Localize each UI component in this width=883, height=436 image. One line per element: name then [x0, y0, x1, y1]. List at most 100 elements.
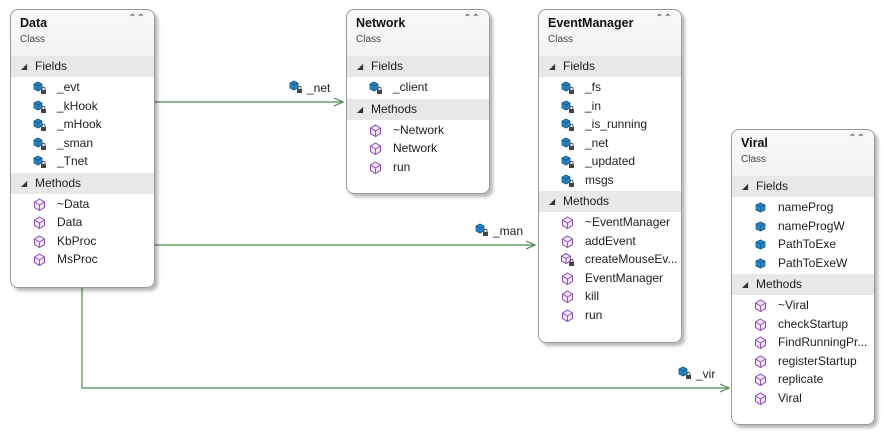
collapse-triangle-icon[interactable]: ◢	[742, 280, 749, 289]
method-item[interactable]: MsProc	[11, 250, 154, 269]
field-item[interactable]: _mHook	[11, 115, 154, 134]
field-item[interactable]: _kHook	[11, 97, 154, 116]
method-name: ~Data	[57, 196, 90, 211]
method-icon	[560, 215, 575, 230]
fields-section-header[interactable]: ◢ Fields	[11, 56, 154, 77]
method-item[interactable]: replicate	[732, 370, 874, 389]
collapse-triangle-icon[interactable]: ◢	[357, 104, 364, 114]
field-item[interactable]: _net	[539, 134, 681, 153]
class-stereotype: Class	[20, 34, 46, 45]
method-item[interactable]: run	[539, 306, 681, 325]
collapse-chevron-icon[interactable]: ⌃⌃	[655, 13, 672, 24]
private-field-icon	[32, 99, 47, 114]
collapse-triangle-icon[interactable]: ◢	[549, 62, 556, 71]
method-item[interactable]: Network	[347, 139, 489, 158]
method-item[interactable]: ~Data	[11, 195, 154, 214]
method-name: Viral	[778, 390, 802, 405]
method-item[interactable]: run	[347, 158, 489, 177]
public-field-icon	[753, 219, 768, 234]
method-item[interactable]: EventManager	[539, 269, 681, 288]
collapse-chevron-icon[interactable]: ⌃⌃	[463, 13, 480, 24]
class-header: Viral Class ⌃⌃	[732, 130, 874, 176]
method-item[interactable]: checkStartup	[732, 315, 874, 334]
section-label: Fields	[756, 179, 789, 193]
class-title: EventManager	[548, 16, 634, 30]
field-name: _in	[585, 98, 602, 113]
class-box-network[interactable]: Network Class ⌃⌃ ◢ Fields _client ◢ Meth…	[346, 9, 490, 194]
assoc-label-net[interactable]: _net	[288, 80, 330, 96]
collapse-chevron-icon[interactable]: ⌃⌃	[128, 13, 145, 24]
field-name: nameProgW	[778, 218, 845, 233]
section-label: Fields	[371, 59, 404, 73]
method-name: Network	[393, 141, 438, 155]
methods-section-header[interactable]: ◢ Methods	[11, 172, 154, 194]
field-item[interactable]: _evt	[11, 78, 154, 97]
field-item[interactable]: _Tnet	[11, 152, 154, 171]
field-item[interactable]: _sman	[11, 134, 154, 153]
assoc-label-man[interactable]: _man	[474, 223, 523, 239]
method-item[interactable]: Data	[11, 213, 154, 232]
method-icon	[32, 215, 47, 230]
field-name: _Tnet	[57, 154, 88, 168]
collapse-triangle-icon[interactable]: ◢	[357, 62, 364, 71]
field-item[interactable]: _updated	[539, 152, 681, 171]
collapse-triangle-icon[interactable]: ◢	[21, 62, 28, 71]
method-item[interactable]: ~Network	[347, 121, 489, 140]
method-icon	[368, 141, 383, 156]
method-name: MsProc	[57, 252, 98, 266]
method-item[interactable]: kill	[539, 287, 681, 306]
collapse-chevron-icon[interactable]: ⌃⌃	[848, 133, 865, 144]
field-item[interactable]: PathToExeW	[732, 254, 874, 273]
method-item[interactable]: KbProc	[11, 232, 154, 251]
field-item[interactable]: msgs	[539, 171, 681, 190]
method-name: run	[585, 307, 603, 322]
field-name: _client	[393, 80, 428, 94]
field-item[interactable]: PathToExe	[732, 235, 874, 254]
method-name: registerStartup	[778, 353, 857, 368]
collapse-triangle-icon[interactable]: ◢	[21, 178, 28, 188]
class-box-eventmanager[interactable]: EventManager Class ⌃⌃ ◢ Fields _fs_in _is…	[538, 9, 682, 343]
method-item[interactable]: createMouseEv...	[539, 250, 681, 269]
field-item[interactable]: nameProgW	[732, 217, 874, 236]
field-item[interactable]: _in	[539, 97, 681, 116]
field-item[interactable]: _fs	[539, 78, 681, 97]
method-item[interactable]: ~EventManager	[539, 213, 681, 232]
private-field-icon	[288, 79, 303, 98]
method-item[interactable]: FindRunningPr...	[732, 333, 874, 352]
field-item[interactable]: nameProg	[732, 198, 874, 217]
method-item[interactable]: ~Viral	[732, 296, 874, 315]
fields-section-header[interactable]: ◢ Fields	[732, 176, 874, 197]
field-name: PathToExeW	[778, 255, 848, 270]
fields-section-header[interactable]: ◢ Fields	[347, 56, 489, 77]
method-icon	[753, 335, 768, 350]
method-item[interactable]: Viral	[732, 389, 874, 408]
private-field-icon	[32, 136, 47, 151]
field-item[interactable]: _is_running	[539, 115, 681, 134]
private-field-icon	[474, 222, 489, 241]
method-item[interactable]: addEvent	[539, 232, 681, 251]
methods-section-header[interactable]: ◢ Methods	[347, 98, 489, 120]
fields-section-header[interactable]: ◢ Fields	[539, 56, 681, 77]
field-item[interactable]: _client	[347, 78, 489, 97]
collapse-triangle-icon[interactable]: ◢	[549, 197, 556, 206]
private-field-icon	[32, 80, 47, 95]
collapse-triangle-icon[interactable]: ◢	[742, 182, 749, 191]
method-name: checkStartup	[778, 316, 849, 331]
section-label: Methods	[371, 101, 418, 116]
class-box-data[interactable]: Data Class ⌃⌃ ◢ Fields _evt_kHook_mHook_…	[10, 9, 155, 288]
method-icon	[753, 317, 768, 332]
methods-section-header[interactable]: ◢ Methods	[539, 191, 681, 212]
private-method-icon	[560, 252, 575, 267]
section-label: Methods	[756, 277, 803, 291]
section-label: Methods	[563, 194, 610, 208]
method-icon	[32, 252, 47, 267]
class-stereotype: Class	[548, 34, 574, 45]
method-item[interactable]: registerStartup	[732, 352, 874, 371]
assoc-label-vir[interactable]: _vir	[677, 366, 715, 382]
methods-section-header[interactable]: ◢ Methods	[732, 274, 874, 295]
field-name: _evt	[57, 80, 80, 94]
